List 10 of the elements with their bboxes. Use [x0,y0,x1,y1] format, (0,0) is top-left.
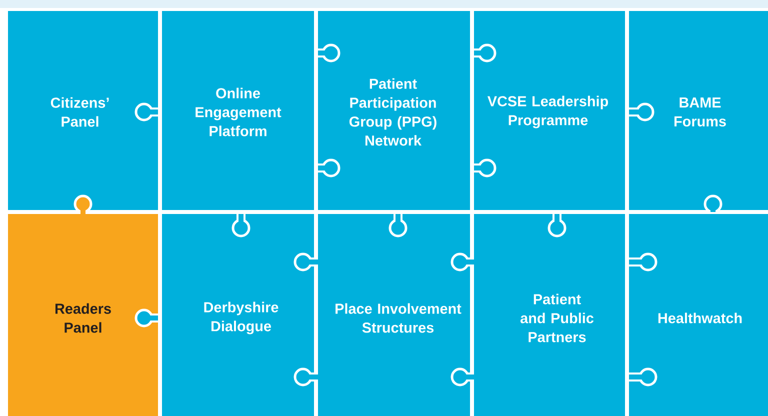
puzzle-piece: Derbyshire Dialogue [162,214,314,416]
puzzle-piece: Place Involvement Structures [318,214,470,416]
puzzle-piece: Patient Participation Group (PPG) Network [318,11,470,210]
puzzle-piece: Online Engagement Platform [162,11,314,210]
puzzle-piece: VCSE Leadership Programme [474,11,625,210]
puzzle-piece: Citizens’ Panel [8,11,158,210]
puzzle-piece: Readers Panel [8,214,158,416]
puzzle-piece: BAME Forums [629,11,768,210]
puzzle-piece: Patient and Public Partners [474,214,625,416]
puzzle-piece: Healthwatch [629,214,768,416]
